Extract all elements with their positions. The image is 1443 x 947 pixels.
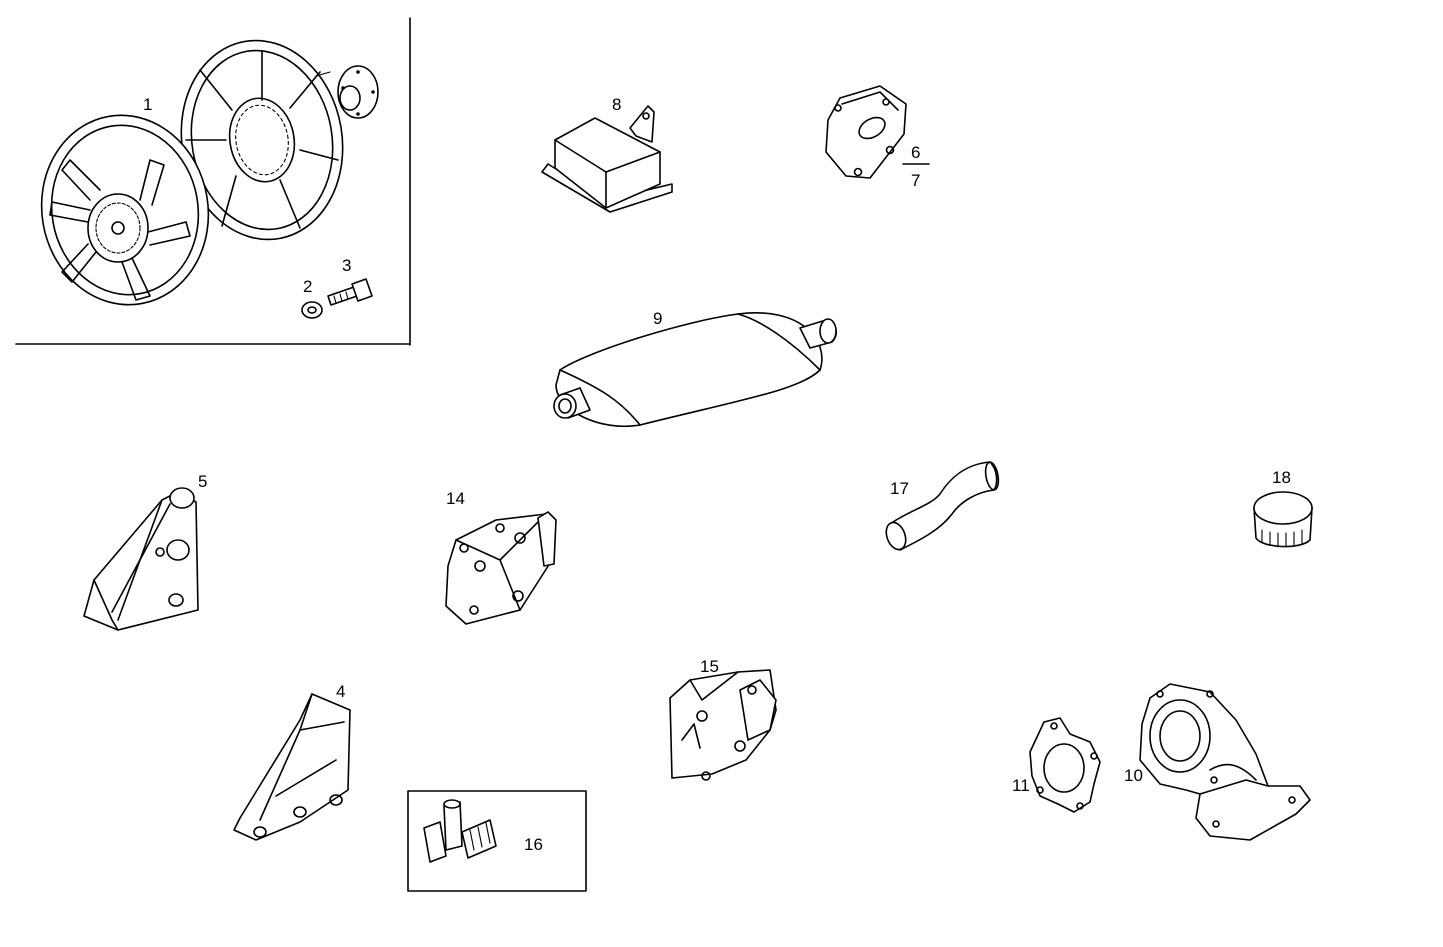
part-label-7: 7 [911,171,920,190]
part-label-2: 2 [303,277,312,296]
part-label-1: 1 [143,95,152,114]
relay-box-part[interactable] [541,105,673,213]
part-label-3: 3 [342,256,351,275]
mounting-plate-14-part[interactable] [445,511,557,625]
fan-hub-flange [315,65,379,119]
part-label-4: 4 [336,682,345,701]
bolt-part[interactable] [327,278,373,306]
part-label-9: 9 [653,309,662,328]
part-label-5: 5 [198,472,207,491]
kit-box-part[interactable] [407,790,587,892]
fan-group-frame [15,17,411,346]
part-label-15: 15 [700,657,719,676]
part-label-8: 8 [612,95,621,114]
fan-rear-ring [180,39,344,241]
bracket-4-part[interactable] [233,693,351,841]
flange-gasket-part[interactable] [1029,717,1101,813]
gasket-plate-part[interactable] [825,85,907,179]
part-label-6: 6 [911,143,920,162]
part-label-16: 16 [524,835,543,854]
bracket-plate-15-part[interactable] [669,669,777,781]
part-label-18: 18 [1272,468,1291,487]
kit-box-frame [407,790,587,892]
elbow-part[interactable] [1139,683,1311,841]
part-label-17: 17 [890,479,909,498]
washer-part[interactable] [301,301,323,319]
hose-part[interactable] [883,461,1001,552]
cap-part[interactable] [1253,491,1313,548]
fan-assembly-part[interactable] [27,28,379,318]
muffler-part[interactable] [553,312,838,428]
part-label-10: 10 [1124,766,1143,785]
fan-front [40,114,210,306]
bracket-5-part[interactable] [83,487,199,631]
part-label-14: 14 [446,489,465,508]
part-label-11: 11 [1012,776,1030,795]
